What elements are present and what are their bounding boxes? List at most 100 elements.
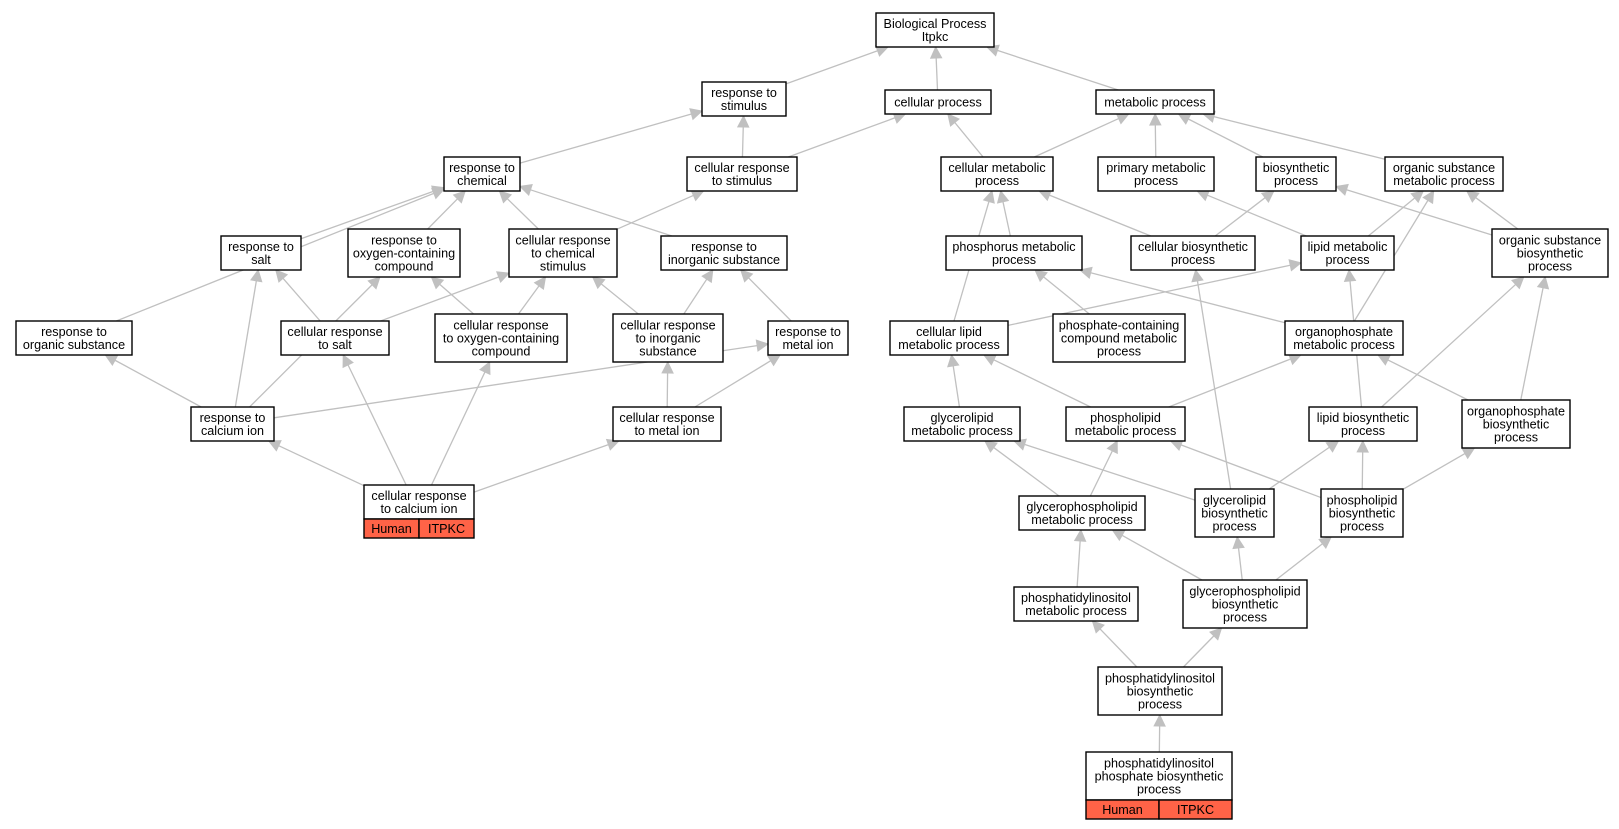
edge-cmetion-to-metion (694, 354, 782, 408)
term-label: cellular response (620, 319, 715, 333)
arrowhead (755, 339, 770, 352)
arrowhead (479, 360, 491, 376)
term-box (686, 156, 798, 192)
edge-line (430, 371, 486, 486)
edge-gplmet-to-phlmet (1089, 439, 1118, 497)
term-label: response to (775, 325, 841, 339)
edge-line (506, 198, 539, 230)
term-label: compound metabolic (1061, 332, 1177, 346)
edge-line (1121, 534, 1203, 581)
edge-line (1076, 540, 1081, 588)
edge-line (473, 444, 609, 493)
term-label: response to (711, 86, 777, 100)
edge-line (997, 49, 1119, 91)
edge-stim-to-bp (785, 44, 889, 85)
edge-phcomp-to-phosmet (1034, 269, 1090, 315)
edge-cmetion-to-cinorg (661, 360, 674, 408)
arrowhead (996, 189, 1010, 204)
edge-line (993, 359, 1091, 408)
term-node-cellproc[interactable]: cellular process (884, 89, 992, 115)
term-box (508, 228, 618, 278)
term-box (1491, 228, 1609, 278)
edge-cca-to-cmetion (473, 438, 620, 493)
term-label: cellular metabolic (948, 161, 1045, 175)
edge-cstim-to-cellproc (788, 112, 907, 158)
edge-biosyn-to-metab (1177, 113, 1264, 158)
term-node-metab[interactable]: metabolic process (1095, 89, 1215, 115)
arrowhead (250, 268, 263, 283)
term-label: metabolic process (1031, 513, 1133, 527)
edge-line (1090, 272, 1286, 324)
term-label: response to (449, 161, 515, 175)
arrowhead (1078, 266, 1093, 279)
annotation-label: ITPKC (428, 522, 465, 536)
arrowhead (1318, 536, 1333, 550)
term-label: response to (200, 411, 266, 425)
arrowhead (367, 276, 381, 290)
edge-cca-to-ca (267, 440, 365, 487)
term-label: process (1325, 253, 1369, 267)
edge-line (1207, 194, 1307, 237)
term-box (1182, 579, 1308, 629)
term-label: process (975, 174, 1019, 188)
term-label: Itpkc (922, 30, 949, 44)
edge-line (1024, 443, 1196, 501)
term-label: organic substance (1393, 161, 1495, 175)
arrowhead (661, 360, 674, 374)
term-label: cellular response (515, 234, 610, 248)
arrowhead (1288, 259, 1303, 272)
edge-line (785, 50, 878, 85)
edge-cinorg-to-inorg (683, 269, 714, 315)
edge-line (1475, 197, 1519, 230)
edge-line (1237, 547, 1243, 581)
term-box (190, 406, 275, 442)
term-box (443, 156, 521, 192)
term-box (1255, 156, 1337, 192)
arrowhead (342, 353, 354, 369)
edge-osm-to-metab (1202, 110, 1386, 160)
term-label: cellular response (371, 489, 466, 503)
term-label: glycerophospholipid (1026, 500, 1137, 514)
term-label: phosphorus metabolic (952, 240, 1075, 254)
term-box (1052, 313, 1186, 363)
